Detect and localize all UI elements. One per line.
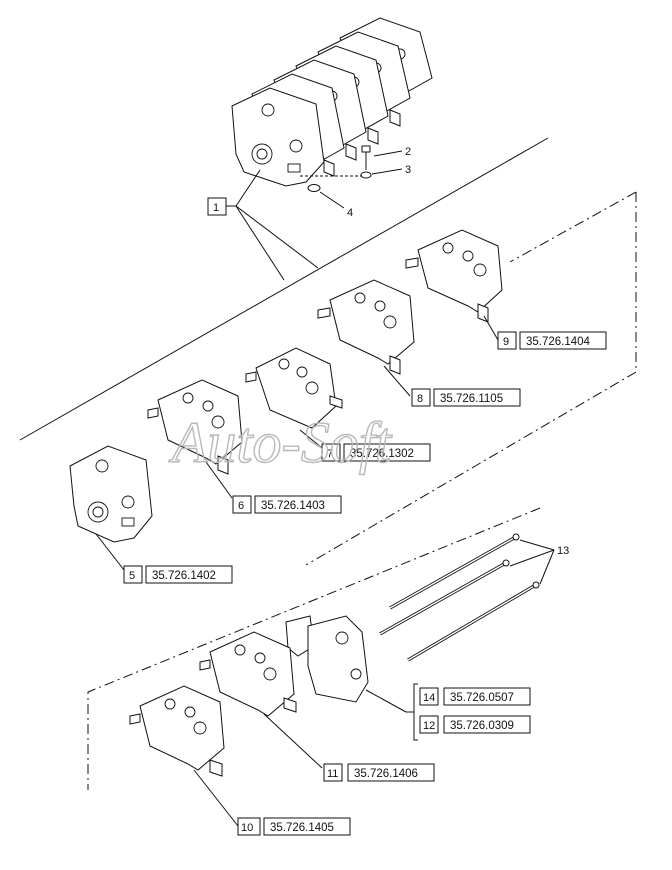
- valve-section-11: [199, 631, 297, 717]
- end-cover: [285, 615, 369, 703]
- valve-section-9: [405, 229, 503, 323]
- callout-3: 3: [371, 164, 411, 176]
- svg-text:11: 11: [327, 768, 338, 780]
- svg-text:6: 6: [238, 500, 244, 512]
- svg-text:2: 2: [405, 146, 411, 158]
- valve-section-7: [245, 347, 343, 429]
- washer: [360, 171, 372, 179]
- dashed-group-boundary-lower: [87, 507, 541, 790]
- svg-text:35.726.1405: 35.726.1405: [270, 822, 334, 834]
- svg-text:8: 8: [417, 393, 423, 405]
- label-5: 5 35.726.1402: [123, 565, 233, 584]
- svg-text:5: 5: [129, 570, 135, 582]
- watermark: Auto-Soft: [168, 410, 393, 475]
- label-1: 1: [207, 169, 319, 281]
- valve-section-5: [69, 445, 153, 543]
- svg-text:35.726.1302: 35.726.1302: [350, 448, 414, 460]
- label-6: 6 35.726.1403: [232, 495, 342, 514]
- svg-text:3: 3: [405, 164, 411, 176]
- dashed-group-boundary-upper: [305, 191, 637, 566]
- label-11: 11 35.726.1406: [323, 763, 435, 782]
- valve-section-8: [317, 279, 415, 375]
- valve-section-6: [147, 379, 243, 475]
- svg-text:35.726.1105: 35.726.1105: [440, 393, 503, 405]
- svg-text:35.726.0507: 35.726.0507: [450, 692, 514, 704]
- callout-4: 4: [319, 191, 353, 219]
- svg-text:35.726.1406: 35.726.1406: [354, 768, 418, 780]
- tie-rod: [389, 533, 520, 610]
- svg-text:35.726.1403: 35.726.1403: [261, 500, 325, 512]
- label-14: 14 35.726.0507: [419, 687, 531, 706]
- valve-bank-assembly: [231, 17, 433, 192]
- tie-rod: [407, 581, 540, 662]
- svg-text:1: 1: [213, 202, 219, 214]
- section-divider: [19, 137, 549, 441]
- callout-13: 13: [509, 539, 569, 585]
- label-7: 7 35.726.1302: [321, 443, 431, 462]
- svg-text:7: 7: [327, 448, 333, 460]
- valve-section-10: [129, 685, 225, 777]
- label-8: 8 35.726.1105: [411, 388, 521, 407]
- bracket-12-14: [406, 683, 418, 741]
- svg-text:9: 9: [503, 336, 509, 348]
- svg-text:13: 13: [557, 545, 569, 557]
- label-10: 10 35.726.1405: [237, 817, 351, 836]
- svg-text:10: 10: [241, 822, 253, 834]
- tie-rod: [379, 559, 510, 636]
- label-9: 9 35.726.1404: [497, 331, 607, 350]
- svg-text:12: 12: [423, 720, 435, 732]
- svg-text:35.726.0309: 35.726.0309: [450, 720, 514, 732]
- svg-text:35.726.1404: 35.726.1404: [526, 336, 591, 348]
- callout-2: 2: [373, 146, 411, 158]
- label-12: 12 35.726.0309: [419, 715, 531, 734]
- svg-text:35.726.1402: 35.726.1402: [152, 570, 216, 582]
- svg-text:14: 14: [423, 692, 435, 704]
- svg-text:4: 4: [347, 207, 353, 219]
- washer: [307, 184, 321, 192]
- cap-screw: [361, 145, 371, 170]
